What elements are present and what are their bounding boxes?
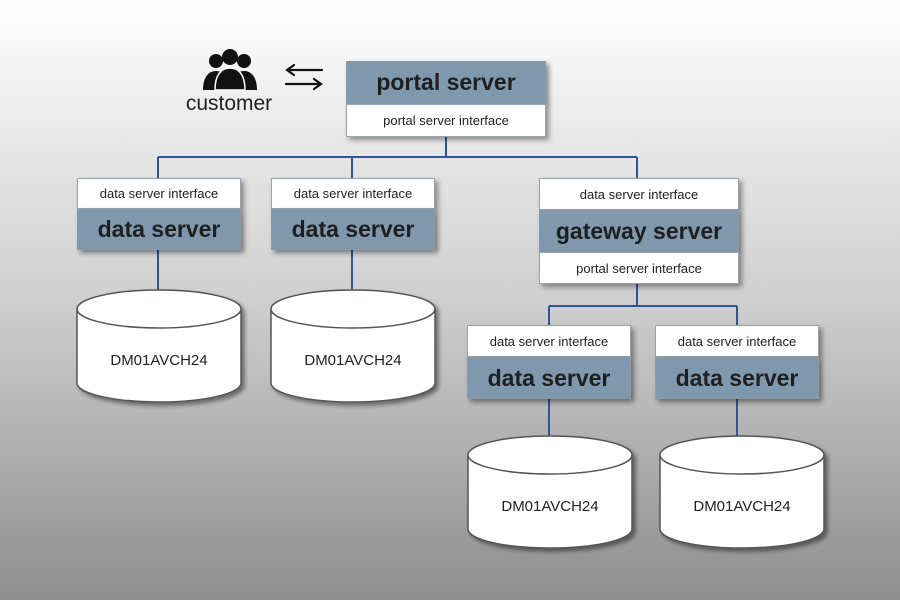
gateway-portal-server-interface[interactable]: portal server interface (539, 252, 739, 284)
portal-server-box[interactable]: portal server (346, 61, 546, 104)
customer-group: customer (176, 46, 282, 118)
database-3[interactable]: DM01AVCH24 (467, 435, 633, 550)
database-1[interactable]: DM01AVCH24 (76, 289, 242, 404)
people-icon (203, 49, 257, 91)
connector-portal-bus (157, 137, 638, 178)
bidirectional-arrows-icon (284, 63, 324, 91)
database-4[interactable]: DM01AVCH24 (659, 435, 825, 550)
database-2[interactable]: DM01AVCH24 (270, 289, 436, 404)
data-server-1-box[interactable]: data server (77, 209, 241, 250)
data-server-3-box[interactable]: data server (467, 357, 631, 399)
customer-label: customer (185, 92, 273, 115)
database-3-label: DM01AVCH24 (501, 498, 599, 515)
data-server-4-interface[interactable]: data server interface (655, 325, 819, 357)
database-2-label: DM01AVCH24 (304, 352, 402, 369)
data-server-2-interface[interactable]: data server interface (271, 178, 435, 209)
database-cylinder-icon (659, 435, 825, 549)
data-server-4-box[interactable]: data server (655, 357, 819, 399)
data-server-3-interface[interactable]: data server interface (467, 325, 631, 357)
database-cylinder-icon (270, 289, 436, 403)
gateway-server-box[interactable]: gateway server (539, 210, 739, 252)
portal-server-interface[interactable]: portal server interface (346, 104, 546, 137)
connector-gateway-bus (548, 284, 738, 325)
database-cylinder-icon (76, 289, 242, 403)
database-4-label: DM01AVCH24 (693, 498, 791, 515)
gateway-data-server-interface[interactable]: data server interface (539, 178, 739, 210)
database-1-label: DM01AVCH24 (110, 352, 208, 369)
database-cylinder-icon (467, 435, 633, 549)
data-server-2-box[interactable]: data server (271, 209, 435, 250)
data-server-1-interface[interactable]: data server interface (77, 178, 241, 209)
